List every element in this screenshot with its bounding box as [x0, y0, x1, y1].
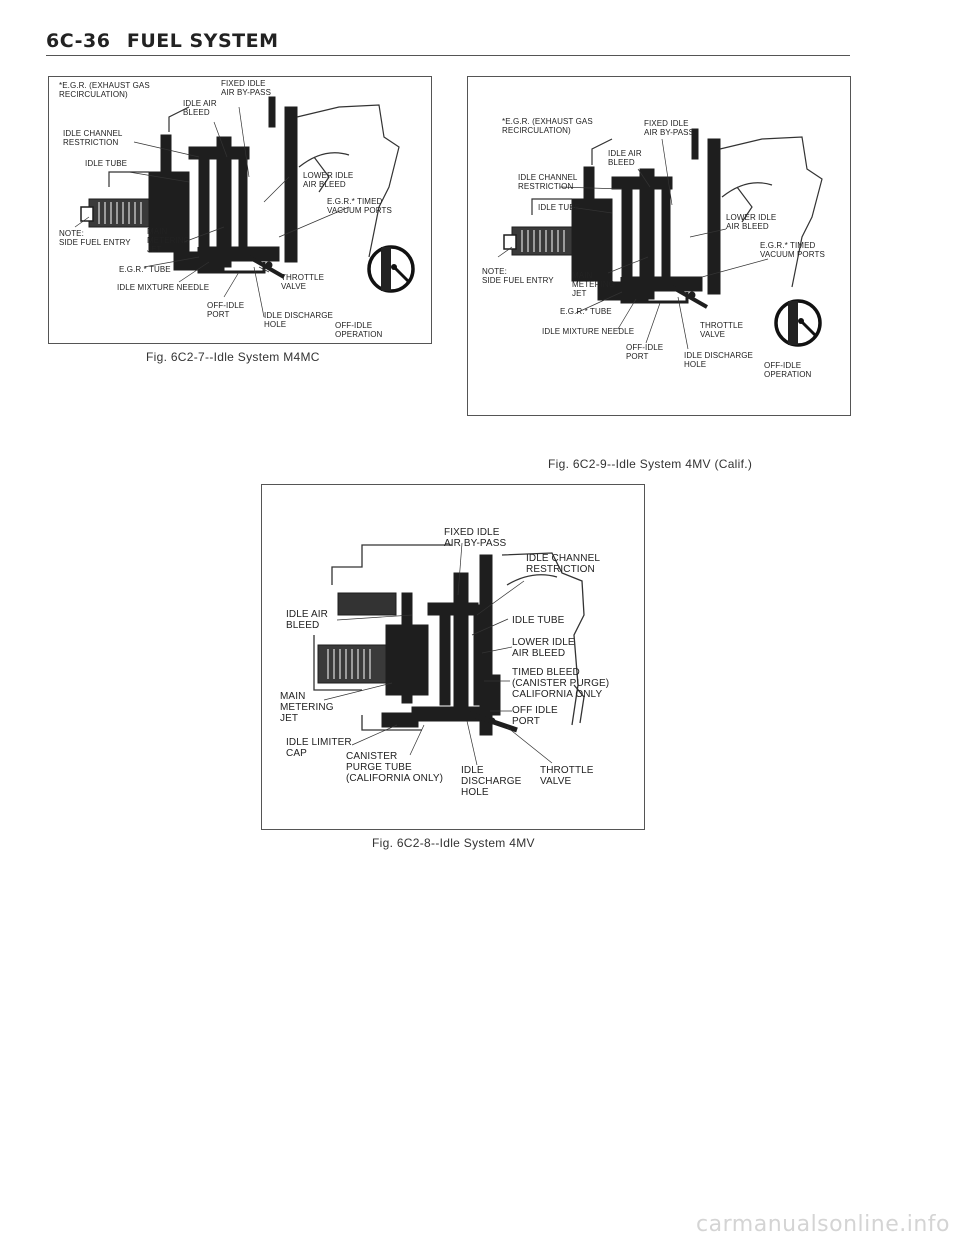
- label-off-idle-operation: OFF-IDLE OPERATION: [764, 361, 812, 379]
- label-main-metering-jet: MAIN METERING JET: [280, 691, 334, 724]
- carburetor-diagram-4mv-calif: [497, 128, 823, 350]
- label-idle-air-bleed: IDLE AIR BLEED: [608, 149, 642, 167]
- label-egr-tube: E.G.R.* TUBE: [119, 265, 171, 274]
- label-throttle-valve: THROTTLE VALVE: [700, 321, 744, 339]
- label-fixed-idle-air-bypass: FIXED IDLE AIR BY-PASS: [444, 527, 507, 549]
- section-title: FUEL SYSTEM: [126, 30, 279, 52]
- label-idle-air-bleed: IDLE AIR BLEED: [286, 609, 328, 631]
- label-note-side-fuel-entry: NOTE: SIDE FUEL ENTRY: [482, 267, 554, 285]
- label-throttle-valve: THROTTLE VALVE: [540, 765, 594, 787]
- figure-6c2-9: *E.G.R. (EXHAUST GAS RECIRCULATION) FIXE…: [467, 76, 851, 416]
- caption-fig-6c2-9: Fig. 6C2-9--Idle System 4MV (Calif.): [548, 457, 753, 471]
- carburetor-diagram-4mv: [313, 542, 585, 766]
- label-idle-air-bleed: IDLE AIR BLEED: [183, 99, 217, 117]
- label-idle-mixture-needle: IDLE MIXTURE NEEDLE: [117, 283, 210, 292]
- caption-fig-6c2-8: Fig. 6C2-8--Idle System 4MV: [372, 836, 535, 850]
- label-timed-bleed-canister-purge: TIMED BLEED (CANISTER PURGE) CALIFORNIA …: [512, 667, 610, 700]
- label-egr-timed-vacuum-ports: E.G.R.* TIMED VACUUM PORTS: [327, 197, 392, 215]
- label-off-idle-operation: OFF-IDLE OPERATION: [335, 321, 383, 339]
- label-idle-discharge-hole: IDLE DISCHARGE HOLE: [264, 311, 333, 329]
- label-lower-idle-air-bleed: LOWER IDLE AIR BLEED: [512, 637, 575, 659]
- page-header: 6C-36 FUEL SYSTEM: [46, 30, 850, 56]
- label-idle-discharge-hole: IDLE DISCHARGE HOLE: [461, 765, 522, 798]
- label-idle-channel-restriction: IDLE CHANNEL RESTRICTION: [518, 173, 578, 191]
- label-idle-mixture-needle: IDLE MIXTURE NEEDLE: [542, 327, 635, 336]
- label-idle-tube: IDLE TUBE: [512, 615, 565, 626]
- label-idle-tube: IDLE TUBE: [538, 203, 581, 212]
- label-idle-channel-restriction: IDLE CHANNEL RESTRICTION: [63, 129, 123, 147]
- label-egr-tube: E.G.R.* TUBE: [560, 307, 612, 316]
- label-lower-idle-air-bleed: LOWER IDLE AIR BLEED: [303, 171, 354, 189]
- figure-6c2-8: FIXED IDLE AIR BY-PASS IDLE CHANNEL REST…: [261, 484, 645, 830]
- watermark: carmanualsonline.info: [696, 1212, 950, 1237]
- label-egr-recirculation: *E.G.R. (EXHAUST GAS RECIRCULATION): [59, 81, 150, 99]
- label-egr-recirculation: *E.G.R. (EXHAUST GAS RECIRCULATION): [502, 117, 593, 135]
- label-off-idle-port: OFF-IDLE PORT: [207, 301, 245, 319]
- page-code: 6C-36: [46, 30, 111, 52]
- label-fixed-idle-air-bypass: FIXED IDLE AIR BY-PASS: [221, 79, 272, 97]
- label-egr-timed-vacuum-ports: E.G.R.* TIMED VACUUM PORTS: [760, 241, 825, 259]
- label-canister-purge-tube: CANISTER PURGE TUBE (CALIFORNIA ONLY): [346, 751, 444, 784]
- label-idle-tube: IDLE TUBE: [85, 159, 128, 168]
- figure-6c2-7: *E.G.R. (EXHAUST GAS RECIRCULATION) FIXE…: [48, 76, 432, 344]
- caption-fig-6c2-7: Fig. 6C2-7--Idle System M4MC: [146, 350, 320, 364]
- label-off-idle-port: OFF IDLE PORT: [512, 705, 558, 727]
- label-idle-channel-restriction: IDLE CHANNEL RESTRICTION: [526, 553, 600, 575]
- label-main-metering-jet: MAIN METERING JET: [147, 227, 191, 254]
- label-note-side-fuel-entry: NOTE: SIDE FUEL ENTRY: [59, 229, 131, 247]
- label-main-metering-jet: MAIN METERING JET: [572, 271, 616, 298]
- label-fixed-idle-air-bypass: FIXED IDLE AIR BY-PASS: [644, 119, 695, 137]
- label-off-idle-port: OFF-IDLE PORT: [626, 343, 664, 361]
- label-idle-limiter-cap: IDLE LIMITER CAP: [286, 737, 352, 759]
- carburetor-diagram-m4mc: [74, 96, 415, 318]
- label-lower-idle-air-bleed: LOWER IDLE AIR BLEED: [726, 213, 777, 231]
- label-throttle-valve: THROTTLE VALVE: [281, 273, 325, 291]
- label-idle-discharge-hole: IDLE DISCHARGE HOLE: [684, 351, 753, 369]
